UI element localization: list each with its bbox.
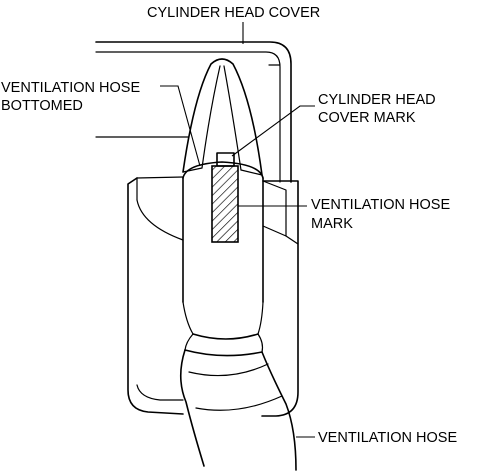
label-ventilation-hose-mark-line2: MARK: [311, 216, 353, 232]
label-ventilation-hose-mark-line1: VENTILATION HOSE: [311, 197, 450, 213]
label-cylinder-head-cover-mark-line2: COVER MARK: [318, 110, 416, 126]
leader-hose-bottomed: [160, 85, 201, 167]
cylinder-head-cover-drawing: [95, 41, 292, 183]
label-ventilation-hose: VENTILATION HOSE: [318, 430, 457, 446]
label-ventilation-hose-bottomed-line2: BOTTOMED: [1, 98, 83, 114]
leader-lines: [160, 22, 315, 438]
cylinder-head-cover-mark-drawing: [216, 152, 235, 167]
labels: CYLINDER HEAD COVER VENTILATION HOSE BOT…: [1, 5, 457, 446]
ventilation-hose-drawing: [179, 161, 297, 471]
label-cylinder-head-cover: CYLINDER HEAD COVER: [147, 5, 320, 21]
bracket-drawing: [127, 176, 299, 417]
pipe-nipple-drawing: [182, 58, 263, 176]
label-cylinder-head-cover-mark-line1: CYLINDER HEAD: [318, 92, 436, 108]
label-ventilation-hose-bottomed-line1: VENTILATION HOSE: [1, 80, 140, 96]
ventilation-hose-mark-drawing: [211, 165, 239, 243]
leader-cylinder-head-cover-mark: [231, 105, 315, 157]
